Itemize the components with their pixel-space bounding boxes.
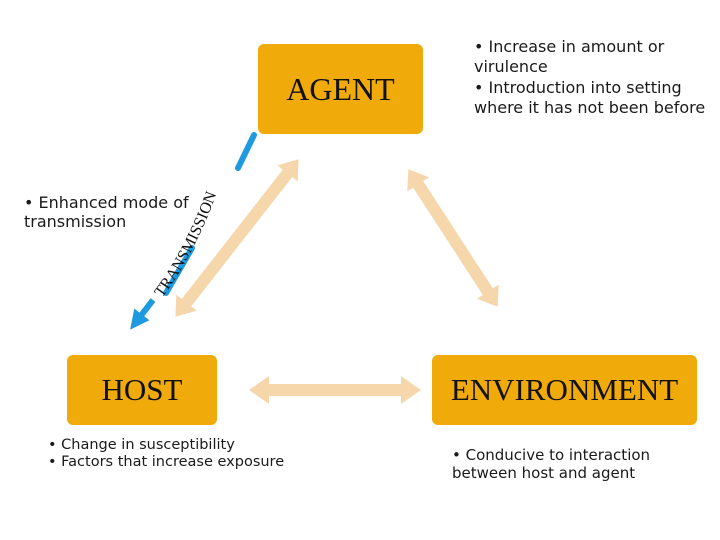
agent-environment-arrow <box>407 169 499 307</box>
agent-notes: • Increase in amount or virulence • Intr… <box>474 37 719 118</box>
agent-label: AGENT <box>286 70 395 107</box>
host-node: HOST <box>67 355 217 425</box>
transmission-arrow <box>130 132 257 330</box>
host-environment-arrow <box>249 376 421 404</box>
host-note-1: • Change in susceptibility <box>48 437 235 453</box>
transmission-notes: • Enhanced mode of transmission <box>24 193 199 231</box>
environment-notes: • Conducive to interaction between host … <box>452 446 712 482</box>
host-notes: • Change in susceptibility • Factors tha… <box>48 437 338 472</box>
agent-node: AGENT <box>258 44 423 134</box>
environment-note-1: • Conducive to interaction between host … <box>452 446 651 482</box>
agent-note-1: • Increase in amount or virulence <box>474 37 665 77</box>
host-label: HOST <box>101 372 183 407</box>
environment-label: ENVIRONMENT <box>450 372 679 407</box>
environment-node: ENVIRONMENT <box>432 355 697 425</box>
agent-host-arrow <box>175 159 299 317</box>
host-note-2: • Factors that increase exposure <box>48 454 285 471</box>
agent-note-2: • Introduction into setting where it has… <box>474 77 706 117</box>
transmission-note-1: • Enhanced mode of transmission <box>24 193 189 232</box>
